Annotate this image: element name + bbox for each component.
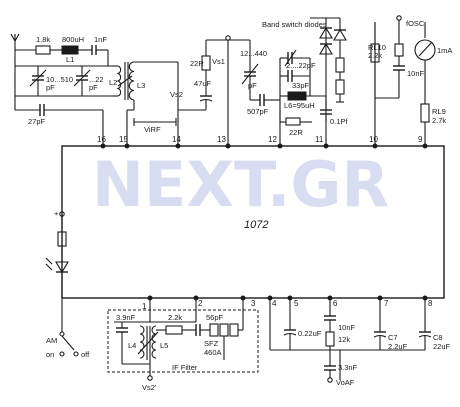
- rl9-value-label: 2.7k: [432, 116, 446, 125]
- pin-14-label: 14: [172, 135, 181, 144]
- trimmer-unit-label: pF: [248, 81, 257, 90]
- meter-label: 1mA: [437, 46, 452, 55]
- l3-label: L3: [137, 81, 145, 90]
- pin-16-label: 16: [97, 135, 106, 144]
- c-33pf-label: 33pF: [292, 81, 310, 90]
- trimmer-12-440-label: 12...440: [240, 49, 267, 58]
- pin-5-label: 5: [294, 299, 299, 308]
- rl10-label: RL10: [368, 43, 386, 52]
- oscillator-output: [370, 15, 436, 140]
- vs2-prime-terminal: [147, 375, 153, 381]
- pin-9-label: 9: [418, 135, 423, 144]
- c7-capacitor: [373, 298, 387, 350]
- af-output-network: [324, 298, 341, 383]
- watermark: NEXT.GR: [92, 148, 389, 221]
- vs1-supply: [178, 35, 250, 111]
- pin-7-label: 7: [384, 299, 389, 308]
- l1-value-label: 800uH: [62, 35, 84, 44]
- pin-1-label: 1: [142, 302, 147, 311]
- trimmer-b-unit-label: pF: [89, 83, 98, 92]
- c8-label: C8: [433, 333, 443, 342]
- pin4-5-network: [269, 298, 340, 351]
- c-56pf-label: 56pF: [206, 313, 224, 322]
- vs1-label: Vs1: [212, 57, 225, 66]
- led-indicator: [45, 211, 69, 298]
- c8-value-label: 22uF: [433, 342, 451, 351]
- am-label: AM: [46, 336, 57, 345]
- if-filter-box: [107, 309, 259, 373]
- sfz-freq-label: 460A: [204, 348, 222, 357]
- c-47uf-label: 47uF: [194, 79, 212, 88]
- l1-label: L1: [66, 55, 74, 64]
- c-27pf-label: 27pF: [28, 117, 46, 126]
- trimmer-10-510-label: 10...510: [46, 75, 73, 84]
- plus-label: +: [54, 209, 59, 218]
- c-10nf-b-label: 10nF: [338, 323, 356, 332]
- pin-3-label: 3: [251, 299, 256, 308]
- r-1k8-label: 1.8k: [36, 35, 50, 44]
- c-507pf-label: 507pF: [247, 107, 269, 116]
- c-0-22uf-label: 0.22uF: [298, 329, 322, 338]
- pin-10-label: 10: [369, 135, 378, 144]
- fosc-label: fOSC: [406, 19, 425, 28]
- virf-bracket: [133, 118, 177, 126]
- l2-label: L2: [109, 78, 117, 87]
- pin-4-label: 4: [272, 299, 277, 308]
- pin-6-label: 6: [333, 299, 338, 308]
- vs2-prime-label: Vs2': [142, 383, 157, 392]
- vs2-label: Vs2: [170, 90, 183, 99]
- am-switch: [59, 298, 79, 357]
- voaf-label: VoAF: [336, 378, 355, 387]
- rl10-value-label: 2.2k: [368, 51, 382, 60]
- trimmer-22-label: ...22: [89, 75, 104, 84]
- c-0-1pf-label: 0.1Pf: [330, 117, 348, 126]
- pin-8-label: 8: [428, 299, 433, 308]
- r-12k-label: 12k: [338, 335, 350, 344]
- pin-13-label: 13: [217, 135, 226, 144]
- pin-12-label: 12: [268, 135, 277, 144]
- l6-label: L6=95uH: [284, 101, 315, 110]
- l4-label: L4: [128, 341, 136, 350]
- if-filter-network: [114, 298, 244, 376]
- sfz-label: SFZ: [204, 339, 219, 348]
- pin-11-label: 11: [315, 135, 324, 144]
- antenna-input-network: [14, 45, 112, 133]
- off-label: off: [81, 350, 90, 359]
- c7-value-label: 2.2uF: [388, 342, 408, 351]
- c-3-9nf-label: 3.9nF: [116, 313, 136, 322]
- r-22r-a-label: 22R: [190, 59, 204, 68]
- c7-label: C7: [388, 333, 398, 342]
- trimmer-a-unit-label: pF: [46, 83, 55, 92]
- band-switch-diodes: [310, 17, 347, 103]
- pin-15-label: 15: [119, 135, 128, 144]
- pin-2-label: 2: [198, 299, 203, 308]
- on-label: on: [46, 350, 54, 359]
- transformer-l2-l3: [112, 61, 179, 111]
- c8-capacitor: [340, 298, 432, 351]
- antenna-icon: [10, 33, 20, 50]
- if-filter-label: IF Filter: [172, 363, 198, 372]
- l5-label: L5: [160, 341, 168, 350]
- band-switch-diodes-label: Band switch diodes: [262, 20, 327, 29]
- c-10nf-a-label: 10nF: [407, 69, 425, 78]
- c-1nf-label: 1nF: [94, 35, 107, 44]
- oscillator-tank: [241, 40, 332, 126]
- ic-name: 1072: [244, 219, 268, 231]
- virf-label: ViRF: [144, 125, 161, 134]
- c-2-22pf-label: 2....22pF: [286, 61, 316, 70]
- r-22r-b-label: 22R: [289, 128, 303, 137]
- r-2-2k-label: 2.2k: [168, 313, 182, 322]
- rl9-label: RL9: [432, 107, 446, 116]
- c-3-3nf-label: 3.3nF: [338, 363, 358, 372]
